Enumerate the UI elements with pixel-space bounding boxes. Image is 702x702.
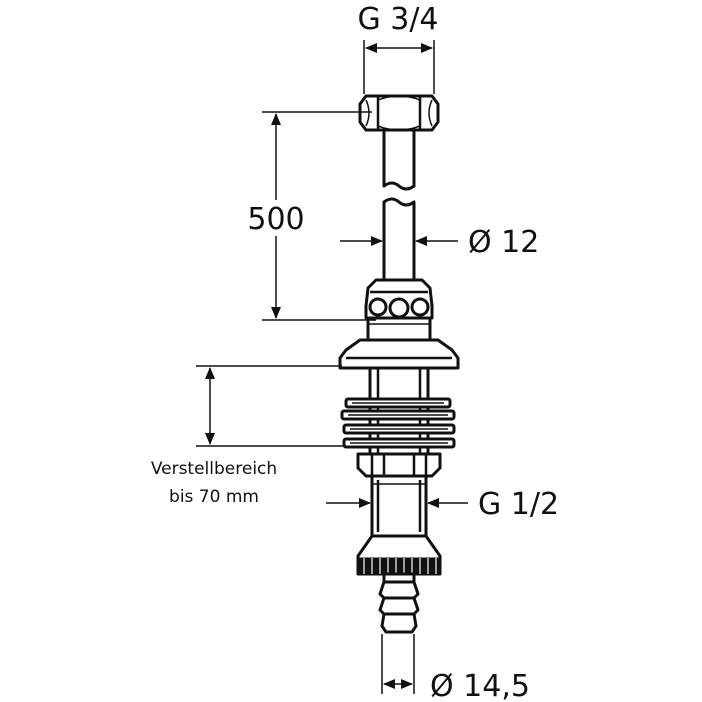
valve-assembly bbox=[338, 94, 460, 634]
label-pipe-diameter: Ø 12 bbox=[468, 225, 539, 260]
knurled-nut bbox=[356, 534, 442, 576]
lower-lock-nut bbox=[356, 452, 442, 478]
dimension-adjustment-range: Verstellbereich bis 70 mm bbox=[151, 365, 346, 507]
label-adjust-line1: Verstellbereich bbox=[151, 459, 277, 479]
pipe-lower bbox=[382, 197, 416, 282]
label-adjust-line2: bis 70 mm bbox=[169, 487, 259, 507]
label-thread-bottom: G 1/2 bbox=[478, 487, 559, 522]
dimension-pipe-diameter: Ø 12 bbox=[340, 225, 539, 260]
label-length: 500 bbox=[247, 202, 304, 237]
dimension-length: 500 bbox=[244, 111, 376, 321]
dimension-hose-diameter: Ø 14,5 bbox=[381, 634, 530, 702]
dimension-thread-bottom: G 1/2 bbox=[326, 487, 559, 522]
adjustment-rings bbox=[340, 397, 456, 449]
dimension-thread-top: G 3/4 bbox=[357, 2, 439, 94]
label-hose-diameter: Ø 14,5 bbox=[430, 669, 530, 702]
rosette-plate bbox=[338, 338, 460, 370]
label-thread-top: G 3/4 bbox=[357, 2, 438, 37]
compression-fitting bbox=[364, 278, 434, 342]
top-hex-nut bbox=[358, 94, 440, 132]
hose-barb bbox=[378, 572, 420, 634]
pipe-upper bbox=[382, 128, 416, 191]
lower-thread bbox=[370, 474, 428, 538]
